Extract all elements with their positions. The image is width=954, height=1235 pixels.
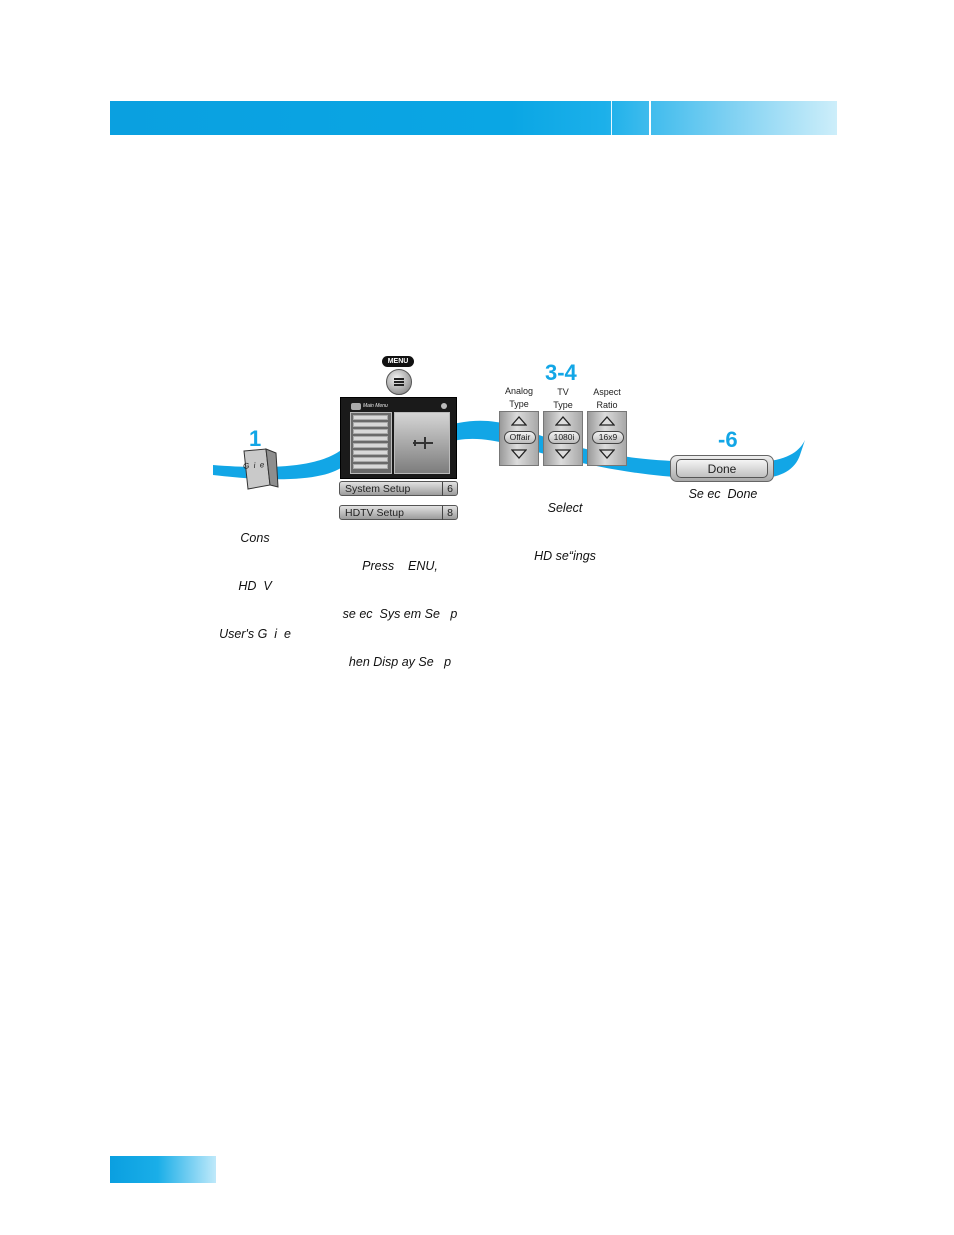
caption-line: User's G i e [219, 627, 291, 641]
header-divider [649, 101, 651, 135]
heading-line: Aspect [593, 387, 621, 397]
aspect-ratio-heading: Aspect Ratio [587, 386, 627, 411]
screen-menu-row [353, 443, 388, 448]
heading-line: Type [553, 399, 573, 410]
airplane-icon [413, 437, 433, 449]
menu-item-number: 6 [442, 482, 457, 496]
heading-line: Type [509, 398, 529, 409]
menu-icon [394, 378, 404, 386]
arrow-up-icon[interactable] [511, 416, 527, 426]
step-3-4-number: 3-4 [545, 360, 577, 385]
screen-badge-icon [441, 403, 447, 409]
caption-line: Cons [240, 531, 270, 545]
header-divider [611, 101, 612, 135]
hdtv-setup-item[interactable]: HDTV Setup 8 [339, 505, 458, 520]
screen-menu-row [353, 464, 388, 469]
arrow-up-icon[interactable] [599, 416, 615, 426]
caption-line: Select [547, 501, 583, 515]
tv-type-value: 1080i [548, 431, 580, 444]
menu-item-label: HDTV Setup [345, 507, 404, 519]
step-1-number: 1 [249, 426, 262, 451]
heading-line: TV [557, 387, 569, 397]
done-button-label: Done [676, 459, 768, 478]
tv-type-selector[interactable]: 1080i [543, 411, 583, 466]
header-bar [110, 101, 837, 135]
screen-title: Main Menu [363, 403, 388, 409]
caption-line: hen Disp ay Se p [348, 655, 452, 669]
ribbon-shape [213, 420, 805, 480]
caption-line: se ec Sys em Se p [342, 607, 458, 621]
menu-item-number: 8 [442, 506, 457, 520]
step-2-caption: Press ENU, se ec Sys em Se p hen Disp ay… [325, 526, 475, 686]
screen-menu-row [353, 457, 388, 462]
caption-line: Press ENU, [362, 559, 438, 573]
aspect-ratio-value: 16x9 [592, 431, 624, 444]
screen-menu-row [353, 450, 388, 455]
analog-type-heading: Analog Type [499, 385, 539, 410]
guide-book-label: G i e [242, 460, 265, 471]
guide-book-icon [243, 448, 279, 490]
menu-button[interactable] [386, 369, 412, 395]
step-5-6-caption: Se ec Done [688, 487, 758, 501]
step-1-caption: Cons HD V User's G i e [200, 498, 310, 658]
arrow-down-icon[interactable] [555, 449, 571, 459]
arrow-down-icon[interactable] [511, 449, 527, 459]
footer-page-tab [110, 1156, 216, 1183]
tv-type-heading: TV Type [543, 386, 583, 411]
step-3-4-caption: Select HD se“ings [510, 468, 620, 580]
step-5-6-number: -6 [718, 427, 738, 452]
arrow-down-icon[interactable] [599, 449, 615, 459]
caption-line: HD V [238, 579, 272, 593]
heading-line: Ratio [596, 399, 618, 410]
screen-menu-row [353, 436, 388, 441]
analog-type-value: Offair [504, 431, 536, 444]
analog-type-selector[interactable]: Offair [499, 411, 539, 466]
screen-menu-row [353, 429, 388, 434]
heading-line: Analog [504, 386, 534, 396]
menu-label-badge: MENU [382, 356, 414, 367]
system-setup-item[interactable]: System Setup 6 [339, 481, 458, 496]
menu-item-label: System Setup [345, 483, 411, 495]
main-menu-screen: Main Menu [340, 397, 457, 479]
screen-menu-list [350, 412, 392, 474]
done-button[interactable]: Done [670, 455, 774, 482]
aspect-ratio-selector[interactable]: 16x9 [587, 411, 627, 466]
screen-preview-pane [394, 412, 450, 474]
screen-menu-row [353, 422, 388, 427]
caption-line: HD se“ings [534, 549, 596, 563]
logo-icon [351, 403, 361, 410]
screen-menu-row [353, 415, 388, 420]
arrow-up-icon[interactable] [555, 416, 571, 426]
